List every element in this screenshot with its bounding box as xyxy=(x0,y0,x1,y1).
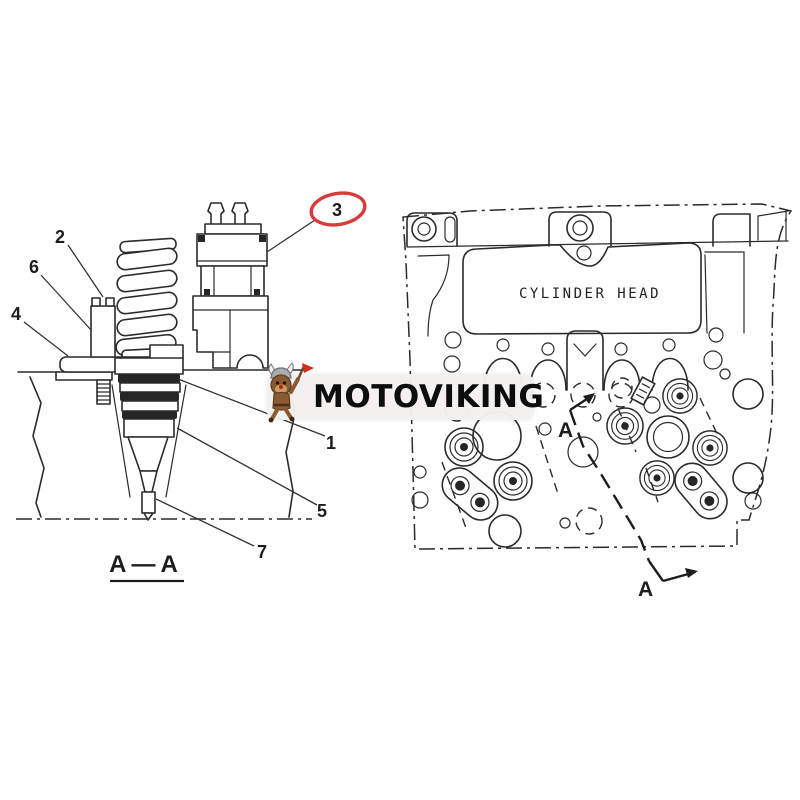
injector-body xyxy=(114,357,184,521)
head-outline xyxy=(402,203,793,550)
valve-seat xyxy=(493,461,533,501)
rocker-boss xyxy=(667,455,735,527)
callout-7-label: 7 xyxy=(257,542,267,562)
clamp-bolt-threads xyxy=(96,379,111,405)
rocker-boss xyxy=(434,460,506,528)
section-arrow-top xyxy=(569,393,595,412)
bolt-holes xyxy=(411,378,764,535)
valve-seat xyxy=(444,427,484,467)
section-label-a-a: A—A xyxy=(109,551,184,583)
viking-mascot-icon xyxy=(268,362,314,423)
cylinder-head-top-view: CYLINDER HEAD xyxy=(402,203,793,601)
valve-cluster-right xyxy=(606,376,735,527)
callout-4-label: 4 xyxy=(11,304,21,324)
valve-seat xyxy=(692,430,728,466)
red-highlight-ellipse xyxy=(309,191,367,227)
section-letter-bottom: A xyxy=(638,578,653,601)
section-letter-top: A xyxy=(558,419,573,442)
highlighted-callout-3: 3 xyxy=(309,191,367,227)
nozzle-tip xyxy=(143,512,154,521)
callouts: 2 6 4 1 5 7 3 xyxy=(11,191,367,562)
section-arrow-bottom xyxy=(648,560,698,583)
valve-seat xyxy=(639,460,675,496)
injector-solenoid xyxy=(192,202,269,369)
svg-text:A—A: A—A xyxy=(109,551,183,578)
injector-bore xyxy=(646,415,690,459)
callout-3-label: 3 xyxy=(332,200,342,220)
brand-text: MOTOVIKING xyxy=(313,379,545,415)
section-line-a: A A xyxy=(538,393,698,601)
valve-seat xyxy=(662,378,698,414)
callout-2-label: 2 xyxy=(55,227,65,247)
injector-cross-section: 2 6 4 1 5 7 3 A—A xyxy=(11,191,367,583)
motoviking-watermark: MOTOVIKING xyxy=(267,362,544,423)
rocker-pedestals xyxy=(406,210,789,261)
valve-cover-panel: CYLINDER HEAD xyxy=(417,242,745,337)
stamp-plate xyxy=(630,376,656,406)
callout-5-label: 5 xyxy=(317,501,327,521)
callout-6-label: 6 xyxy=(29,257,39,277)
callout-1-label: 1 xyxy=(326,433,336,453)
cylinder-head-title: CYLINDER HEAD xyxy=(519,286,661,302)
